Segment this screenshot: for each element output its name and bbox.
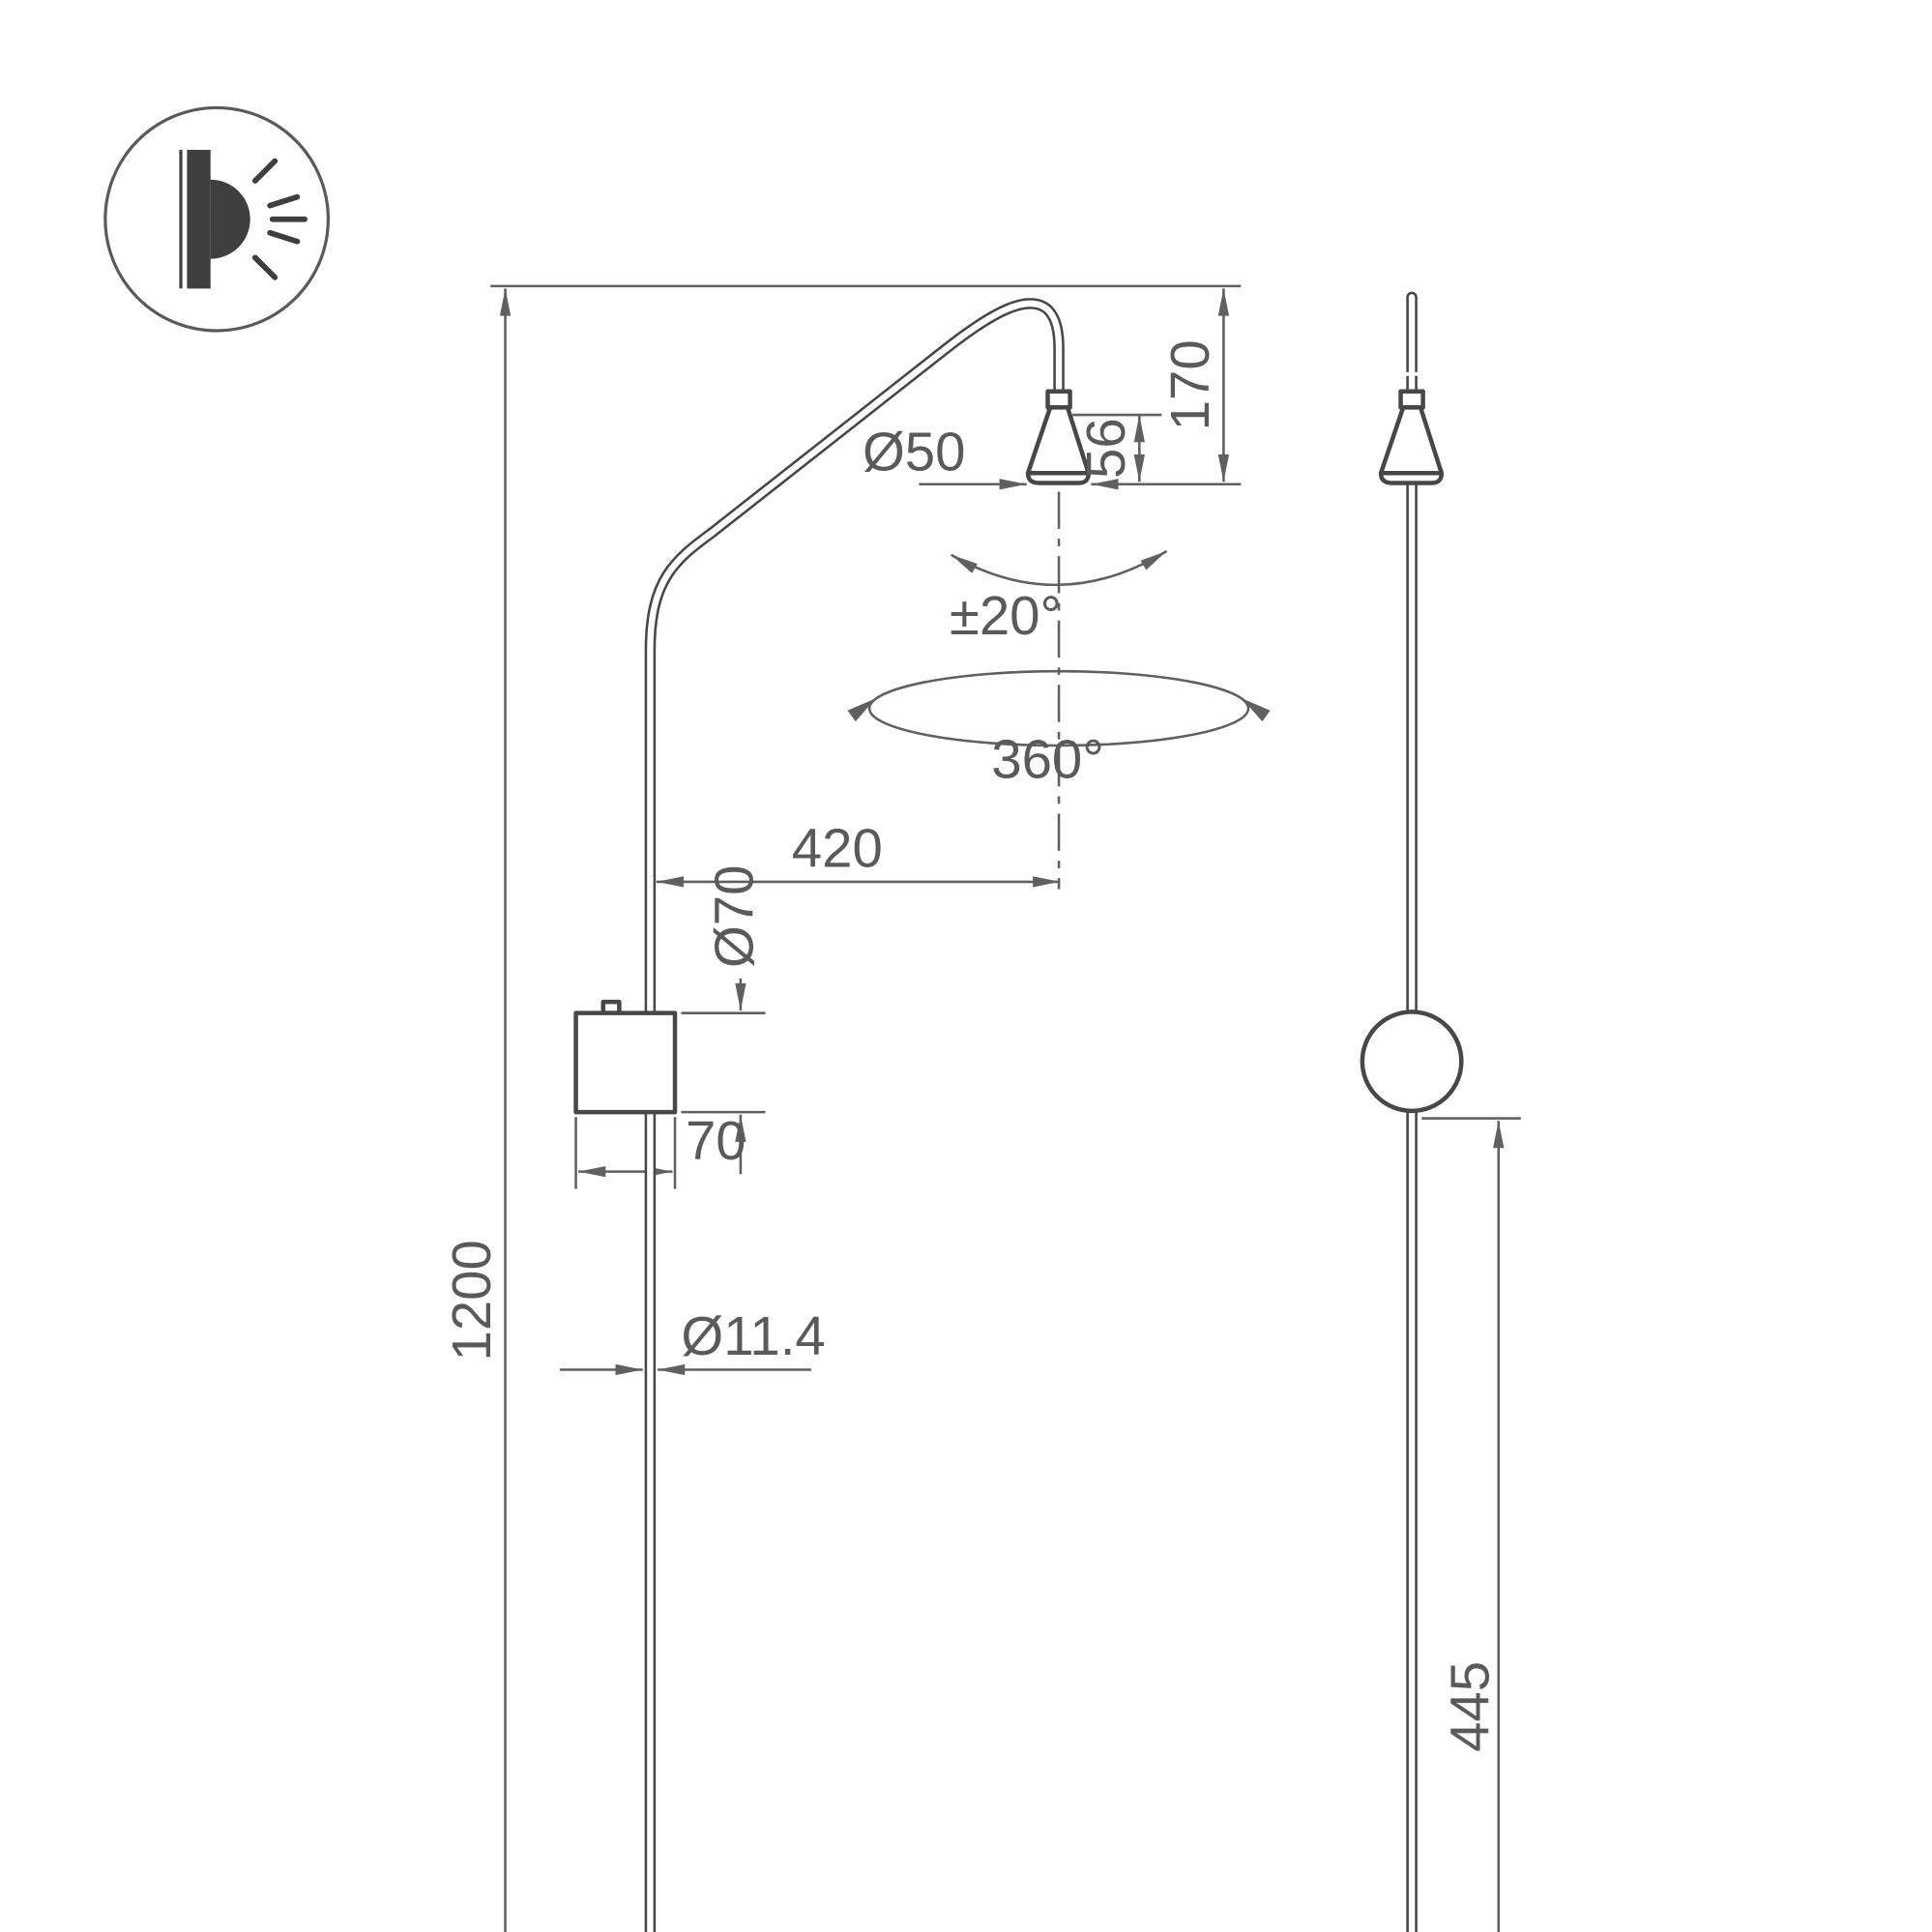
lamp-arm-tube-core (647, 300, 1063, 1932)
rotation-arrowhead-left (847, 698, 876, 722)
front-view (573, 298, 1092, 1932)
tilt-arc-arrow (950, 549, 1168, 587)
rotation-ellipse-arrow (867, 669, 1250, 747)
wall-canopy-box (573, 1010, 678, 1115)
label-tube-diameter: Ø11.4 (681, 1305, 825, 1366)
label-canopy-diameter: Ø70 (704, 865, 765, 968)
icon-ray (267, 229, 301, 245)
side-view (1360, 291, 1464, 1932)
icon-ray (251, 158, 278, 184)
label-overall-height: 1200 (441, 1240, 502, 1361)
icon-ray (251, 254, 278, 280)
label-canopy-width: 70 (686, 1110, 746, 1171)
side-canopy-ball (1360, 1010, 1464, 1114)
label-tilt-angle: ±20° (950, 585, 1062, 646)
icon-circle (103, 105, 331, 333)
label-arm-reach: 420 (792, 818, 883, 879)
icon-lamp-body (187, 149, 211, 289)
label-rotation-angle: 360° (991, 728, 1104, 789)
dimension-lines (490, 284, 1521, 1932)
head-collar (1045, 389, 1072, 410)
label-lower-section: 445 (1439, 1661, 1500, 1752)
lamp-head-cone (1025, 405, 1092, 485)
icon-ray (267, 193, 301, 209)
label-head-height: 56 (1075, 418, 1136, 479)
label-top-offset: 170 (1159, 339, 1220, 430)
icon-lamp-dome (210, 179, 250, 259)
icon-light-rays (251, 158, 307, 280)
side-head-collar (1398, 389, 1425, 410)
side-head-cone (1378, 405, 1445, 485)
label-head-diameter: Ø50 (863, 422, 966, 483)
dimension-labels: 1200 170 56 Ø50 ±20° 360° 420 Ø70 70 Ø11… (441, 339, 1500, 1752)
wall-light-icon (103, 105, 331, 333)
rotation-arrowhead-right (1242, 698, 1271, 722)
